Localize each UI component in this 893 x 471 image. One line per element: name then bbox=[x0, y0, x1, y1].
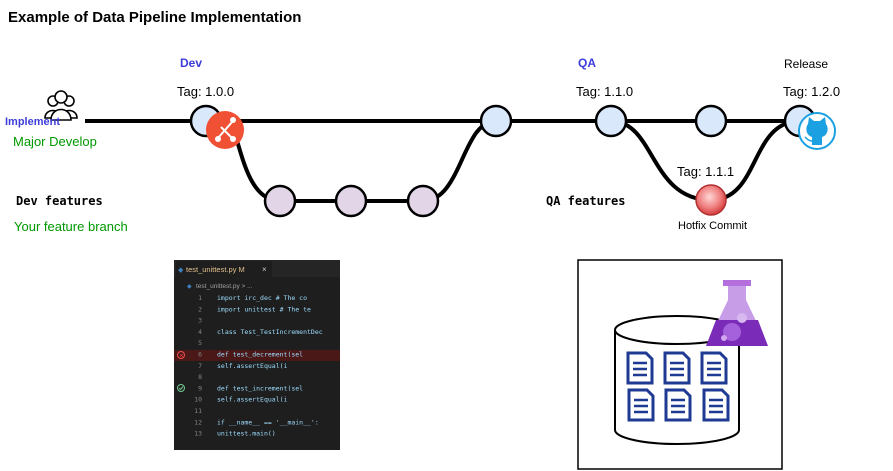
github-icon bbox=[798, 112, 836, 150]
check-icon bbox=[177, 384, 185, 392]
tag-dev: Tag: 1.0.0 bbox=[177, 84, 234, 99]
implement-label: Implement bbox=[5, 116, 60, 128]
feature-commit-2[interactable] bbox=[334, 184, 368, 218]
document-icon bbox=[700, 351, 728, 385]
code-line[interactable]: unittest.main() bbox=[217, 430, 276, 438]
tag-hotfix: Tag: 1.1.1 bbox=[677, 164, 734, 179]
document-icon bbox=[627, 388, 655, 422]
feature-commit-3[interactable] bbox=[406, 184, 440, 218]
code-line[interactable]: self.assertEqual(i bbox=[217, 396, 288, 404]
code-line-number: 11 bbox=[194, 407, 202, 415]
document-icon bbox=[664, 388, 692, 422]
code-line[interactable]: import irc_dec # The co bbox=[217, 294, 307, 302]
document-icon bbox=[702, 388, 730, 422]
tag-release: Tag: 1.2.0 bbox=[783, 84, 840, 99]
users-icon bbox=[44, 90, 78, 121]
major-develop-label: Major Develop bbox=[13, 134, 97, 149]
document-icon bbox=[626, 351, 654, 385]
document-icons bbox=[626, 351, 730, 422]
code-line-number: 6 bbox=[198, 351, 202, 359]
code-line-number: 8 bbox=[198, 373, 202, 381]
code-line-number: 12 bbox=[194, 418, 202, 426]
test-plan-box bbox=[577, 259, 783, 470]
flask-icon bbox=[706, 280, 768, 346]
dev-features-label: Dev features bbox=[16, 194, 103, 208]
code-line-number: 13 bbox=[194, 430, 202, 438]
code-line[interactable]: class Test_TestIncrementDec bbox=[217, 328, 323, 336]
code-line-number: 3 bbox=[198, 317, 202, 325]
code-lines: 1 import irc_dec # The co 2 import unittest… bbox=[194, 294, 323, 438]
qa-features-label: QA features bbox=[546, 194, 625, 208]
python-icon: ◆ bbox=[187, 284, 192, 290]
commit-qa[interactable] bbox=[594, 104, 628, 138]
feature-commit-1[interactable] bbox=[263, 184, 297, 218]
python-icon: ◆ bbox=[178, 267, 184, 274]
close-icon[interactable]: × bbox=[262, 265, 267, 274]
feature-commits bbox=[263, 184, 440, 218]
code-line-number: 9 bbox=[198, 384, 202, 392]
your-feature-branch-label: Your feature branch bbox=[14, 219, 128, 234]
hotfix-commit[interactable] bbox=[695, 184, 727, 216]
commit-main-4[interactable] bbox=[694, 104, 728, 138]
code-line[interactable]: def test_increment(sel bbox=[217, 384, 303, 392]
qa-label: QA bbox=[578, 56, 596, 70]
commit-merge[interactable] bbox=[479, 104, 513, 138]
code-line-number: 7 bbox=[198, 362, 202, 370]
svg-text:×: × bbox=[179, 353, 184, 360]
code-line[interactable]: self.assertEqual(i bbox=[217, 362, 288, 370]
hotfix-commit-label: Hotfix Commit bbox=[678, 220, 747, 232]
editor-breadcrumb: test_unittest.py > ... bbox=[196, 283, 253, 290]
code-line[interactable]: def test_decrement(sel bbox=[217, 351, 303, 359]
code-line-number: 1 bbox=[198, 294, 202, 302]
error-icon bbox=[177, 351, 185, 359]
diagram-title: Example of Data Pipeline Implementation bbox=[8, 9, 301, 26]
editor-tab-label[interactable]: test_unittest.py M bbox=[186, 265, 245, 274]
code-line[interactable]: if __name__ == '__main__': bbox=[217, 418, 319, 426]
git-icon bbox=[206, 111, 244, 149]
code-line-number: 4 bbox=[198, 328, 202, 336]
code-line-number: 10 bbox=[194, 396, 202, 404]
code-line[interactable]: import unittest # The te bbox=[217, 305, 311, 313]
code-editor: test_unittest.py M × ◆ ◆ test_unittest.p… bbox=[174, 260, 340, 450]
release-label: Release bbox=[784, 57, 828, 71]
tag-qa: Tag: 1.1.0 bbox=[576, 84, 633, 99]
document-icon bbox=[663, 351, 691, 385]
dev-label: Dev bbox=[180, 56, 202, 70]
code-line-number: 2 bbox=[198, 305, 202, 313]
code-line-number: 5 bbox=[198, 339, 202, 347]
